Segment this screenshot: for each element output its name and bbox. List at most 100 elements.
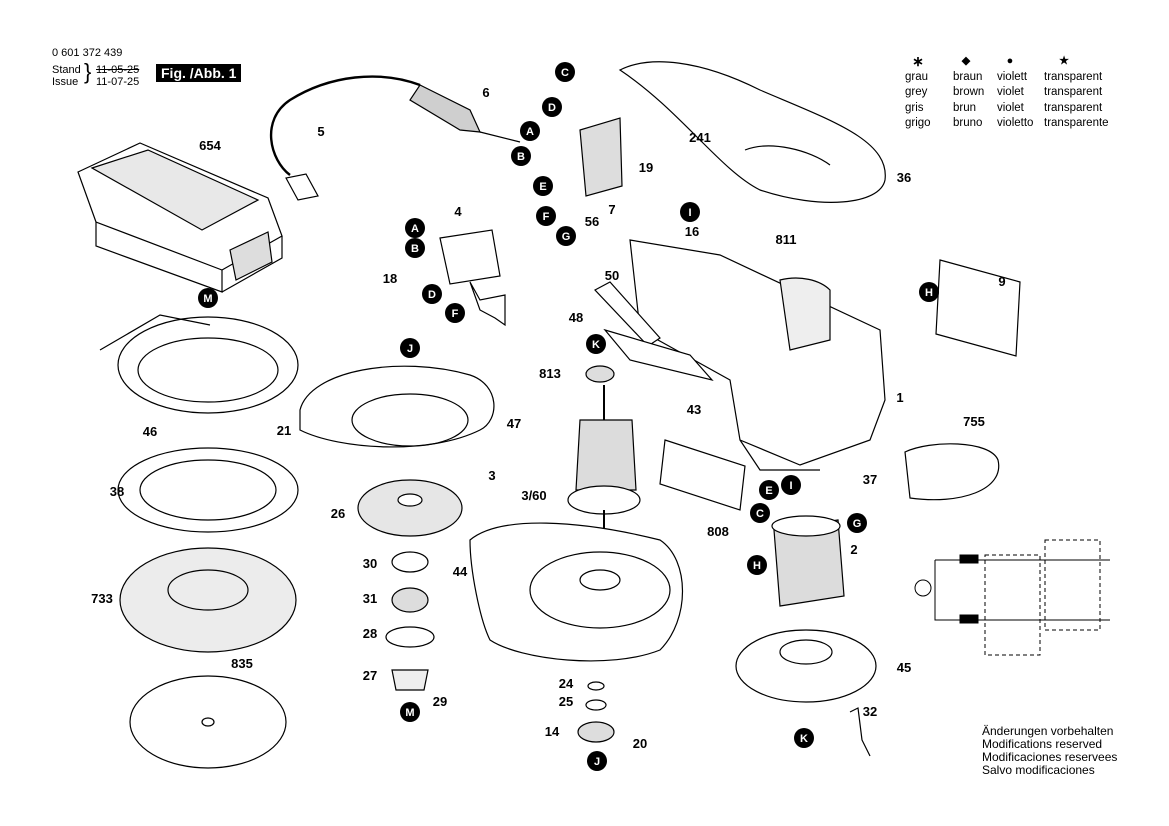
marker-letter: C xyxy=(756,508,764,520)
part-label: 733 xyxy=(91,591,113,606)
part-label: 28 xyxy=(363,626,377,641)
stand-date: 11-05-25 xyxy=(96,64,140,76)
bearing-813-drawing xyxy=(585,365,615,383)
strip-50-drawing xyxy=(594,281,661,347)
part-label: 21 xyxy=(277,423,291,438)
part-label: 654 xyxy=(199,138,221,153)
guard-drawing xyxy=(299,365,495,448)
part-number: 0 601 372 439 xyxy=(52,47,123,59)
marker-letter: K xyxy=(592,339,600,351)
part-label: 50 xyxy=(605,268,619,283)
part-label: 25 xyxy=(559,694,573,709)
marker-circle xyxy=(781,475,801,495)
part-label: 16 xyxy=(685,224,699,239)
part-label: 6 xyxy=(482,85,489,100)
fan-drawing xyxy=(357,479,463,537)
marker-circle xyxy=(422,284,442,304)
part-label: 7 xyxy=(608,202,615,217)
brace-glyph: } xyxy=(84,59,92,84)
marker-circle xyxy=(919,282,939,302)
marker-letter: I xyxy=(789,480,792,492)
dust-box-drawing xyxy=(77,142,283,293)
marker-circle xyxy=(680,202,700,222)
legend-text: transparent xyxy=(1044,86,1103,98)
star-icon: ★ xyxy=(1059,55,1069,67)
asterisk-icon: ∗ xyxy=(912,53,924,69)
part-label: 241 xyxy=(689,130,711,145)
bearing-30-drawing xyxy=(391,551,429,573)
marker-circle xyxy=(555,62,575,82)
marker-letter: B xyxy=(411,243,419,255)
legend-text: transparent xyxy=(1044,70,1103,83)
marker-circle xyxy=(587,751,607,771)
bearing-31-drawing xyxy=(391,587,429,613)
marker-letter: J xyxy=(407,343,413,355)
marker-circle xyxy=(556,226,576,246)
part-label: 808 xyxy=(707,524,729,539)
part-label: 44 xyxy=(453,564,468,579)
part-label: 2 xyxy=(850,542,857,557)
figure-label: Fig. /Abb. 1 xyxy=(156,64,242,82)
part-label: 32 xyxy=(863,704,877,719)
part-label: 31 xyxy=(363,591,377,606)
part-label: 813 xyxy=(539,366,561,381)
power-cord-drawing xyxy=(269,75,521,201)
capacitor-drawing xyxy=(579,117,623,197)
part-label: 45 xyxy=(897,660,911,675)
marker-circle xyxy=(847,513,867,533)
note-line: Modificaciones reservees xyxy=(982,750,1118,764)
part-label: 5 xyxy=(317,124,324,139)
eccentric-27-drawing xyxy=(391,669,429,691)
legend-column-brown: ◆ braun brown brun bruno xyxy=(953,54,984,132)
key-32-drawing xyxy=(849,707,871,757)
color-legend: ∗ grau grey gris grigo ◆ braun brown bru… xyxy=(905,53,1145,134)
marker-circle xyxy=(586,334,606,354)
note-line: Modifications reserved xyxy=(982,737,1103,751)
stand-label: Stand xyxy=(52,64,81,76)
top-cover-drawing xyxy=(618,61,886,203)
marker-letter: A xyxy=(411,223,419,235)
marker-circle xyxy=(533,176,553,196)
marker-letter: D xyxy=(548,102,556,114)
part-label: 19 xyxy=(639,160,653,175)
plug-drawing xyxy=(904,443,1000,501)
marker-letter: E xyxy=(765,485,772,497)
legend-text: transparent xyxy=(1044,101,1103,114)
sanding-disc-drawing xyxy=(129,675,287,769)
part-label: 20 xyxy=(633,736,647,751)
marker-circle xyxy=(198,288,218,308)
legend-text: violett xyxy=(997,70,1028,83)
switch-drawing xyxy=(439,229,506,327)
part-label: 835 xyxy=(231,656,253,671)
marker-circle xyxy=(520,121,540,141)
part-label: 38 xyxy=(110,484,124,499)
part-label: 27 xyxy=(363,668,377,683)
diamond-icon: ◆ xyxy=(961,55,971,67)
bearing-plate-45-drawing xyxy=(735,629,877,703)
part-label: 43 xyxy=(687,402,701,417)
marker-letter: F xyxy=(452,308,459,320)
marker-circle xyxy=(794,728,814,748)
sanding-pad-drawing xyxy=(119,547,297,653)
main-housing-drawing xyxy=(629,239,886,471)
wiring-schematic xyxy=(914,539,1110,656)
part-label: 47 xyxy=(507,416,521,431)
part-label: 46 xyxy=(143,424,157,439)
part-label: 24 xyxy=(559,676,574,691)
marker-circle xyxy=(400,702,420,722)
legend-text: brun xyxy=(953,101,977,114)
part-label: 3 xyxy=(488,468,495,483)
issue-date: 11-07-25 xyxy=(96,76,140,88)
legend-text: bruno xyxy=(953,117,983,129)
marker-letter: J xyxy=(594,756,600,768)
marker-letter: E xyxy=(539,181,546,193)
marker-letter: A xyxy=(526,126,534,138)
marker-circle xyxy=(759,480,779,500)
part-label: 3/60 xyxy=(521,488,546,503)
legend-column-violet: ● violett violet violet violetto xyxy=(997,54,1033,132)
part-label: 1 xyxy=(896,390,903,405)
legend-text: violet xyxy=(997,86,1024,98)
modifications-notes: Änderungen vorbehalten Modifications res… xyxy=(982,725,1117,777)
